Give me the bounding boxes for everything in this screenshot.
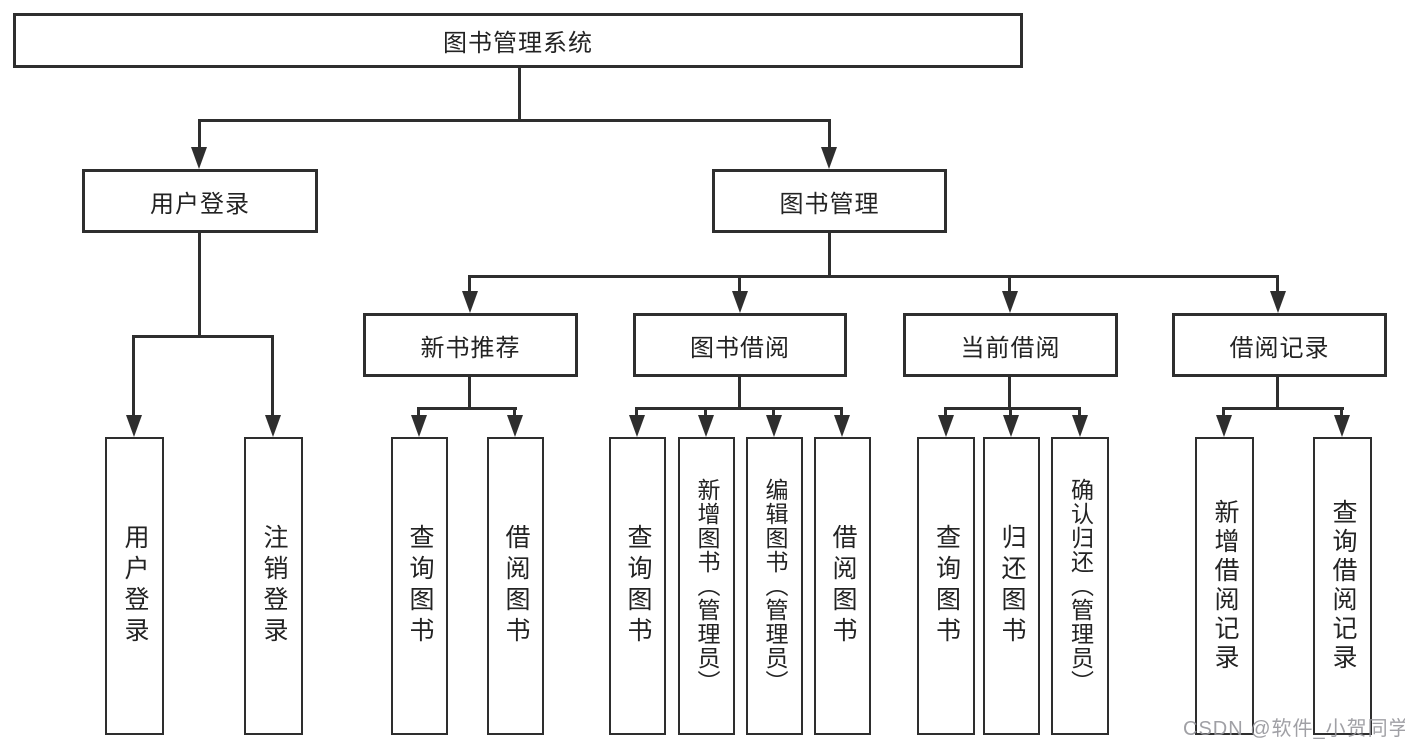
leaf-query-books-recommend: 查询图书 [391, 437, 448, 735]
connector-drop-user-login [198, 120, 201, 152]
leaf-return-books: 归还图书 [983, 437, 1040, 735]
node-user-login: 用户登录 [82, 169, 318, 233]
leaf-query-borrow-record: 查询借阅记录 [1313, 437, 1372, 735]
connector-drop-borrow-records [1276, 276, 1279, 296]
leaf-add-borrow-record: 新增借阅记录 [1195, 437, 1254, 735]
connector-drop-leaf [417, 407, 420, 420]
leaf-confirm-return-admin: 确认归还（管理员） [1051, 437, 1109, 735]
connector-current-borrowing-stem [1008, 377, 1011, 409]
connector-drop-leaf [772, 407, 775, 420]
arrowhead-down-icon [1003, 415, 1019, 437]
connector-book-borrowing-stem [738, 377, 741, 409]
leaf-query-books-current: 查询图书 [917, 437, 975, 735]
connector-borrow-records-bus [1222, 407, 1344, 410]
connector-level3-bus [468, 275, 1279, 278]
connector-book-mgmt-stem [828, 233, 831, 277]
connector-new-books-bus [417, 407, 517, 410]
arrowhead-down-icon [732, 291, 748, 313]
leaf-query-books-borrowing: 查询图书 [609, 437, 666, 735]
leaf-borrow-books-borrowing: 借阅图书 [814, 437, 871, 735]
arrowhead-down-icon [411, 415, 427, 437]
node-book-management: 图书管理 [712, 169, 947, 233]
connector-drop-new-books [468, 276, 471, 296]
arrowhead-down-icon [821, 147, 837, 169]
connector-drop-book-mgmt [828, 120, 831, 152]
leaf-user-login: 用户登录 [105, 437, 164, 735]
arrowhead-down-icon [1002, 291, 1018, 313]
connector-borrow-records-stem [1276, 377, 1279, 409]
arrowhead-down-icon [265, 415, 281, 437]
node-new-book-recommend: 新书推荐 [363, 313, 578, 377]
arrowhead-down-icon [698, 415, 714, 437]
leaf-logout: 注销登录 [244, 437, 303, 735]
arrowhead-down-icon [1216, 415, 1232, 437]
connector-drop-current-borrowing [1008, 276, 1011, 296]
connector-book-borrowing-bus [635, 407, 843, 410]
node-current-borrowing: 当前借阅 [903, 313, 1118, 377]
arrowhead-down-icon [1334, 415, 1350, 437]
csdn-watermark: CSDN @软件_小贺同学 [1183, 718, 1405, 740]
connector-current-borrowing-bus [944, 407, 1081, 410]
connector-drop-leaf [1009, 407, 1012, 420]
arrowhead-down-icon [629, 415, 645, 437]
connector-drop-leaf-user-login [132, 336, 135, 420]
node-borrow-records: 借阅记录 [1172, 313, 1387, 377]
connector-drop-leaf [840, 407, 843, 420]
connector-drop-leaf [944, 407, 947, 420]
connector-drop-leaf [513, 407, 516, 420]
connector-user-login-stem [198, 233, 201, 337]
arrowhead-down-icon [766, 415, 782, 437]
arrowhead-down-icon [462, 291, 478, 313]
leaf-borrow-books-recommend: 借阅图书 [487, 437, 544, 735]
arrowhead-down-icon [191, 147, 207, 169]
connector-drop-leaf [1222, 407, 1225, 420]
connector-level2-bus [198, 119, 831, 122]
connector-drop-leaf [1078, 407, 1081, 420]
connector-drop-leaf [1340, 407, 1343, 420]
connector-new-books-stem [468, 377, 471, 409]
arrowhead-down-icon [938, 415, 954, 437]
arrowhead-down-icon [834, 415, 850, 437]
leaf-edit-book-admin: 编辑图书（管理员） [746, 437, 803, 735]
arrowhead-down-icon [1072, 415, 1088, 437]
node-book-borrowing: 图书借阅 [633, 313, 847, 377]
leaf-add-book-admin: 新增图书（管理员） [678, 437, 735, 735]
arrowhead-down-icon [126, 415, 142, 437]
arrowhead-down-icon [507, 415, 523, 437]
connector-drop-leaf-logout [271, 336, 274, 420]
node-library-system: 图书管理系统 [13, 13, 1023, 68]
connector-drop-book-borrowing [738, 276, 741, 296]
connector-root-stem [518, 68, 521, 121]
arrowhead-down-icon [1270, 291, 1286, 313]
connector-user-login-bus [132, 335, 274, 338]
connector-drop-leaf [635, 407, 638, 420]
connector-drop-leaf [704, 407, 707, 420]
